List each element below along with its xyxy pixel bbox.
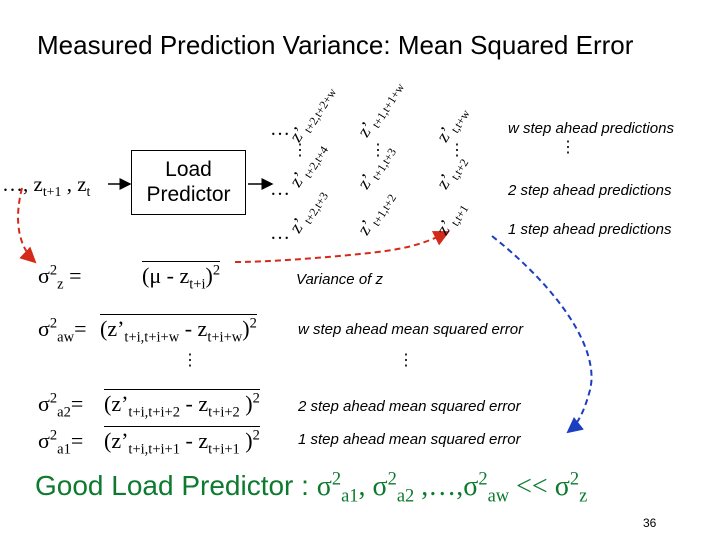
ellipsis-2: … bbox=[270, 178, 290, 200]
load-predictor-box: Load Predictor bbox=[131, 150, 246, 215]
mse-2-rhs: (z’t+i,t+i+2 - zt+i+2 )2 bbox=[104, 389, 260, 421]
vdots-eq-right: ⋮ bbox=[398, 352, 414, 369]
predictor-label-line2: Predictor bbox=[146, 183, 231, 206]
mse-1-lhs: σ2a1= bbox=[38, 427, 84, 458]
mse-w-lhs: σ2aw= bbox=[38, 315, 87, 346]
conclusion-expr: σ2a1, σ2a2 ,…,σ2aw << σ2z bbox=[316, 468, 588, 506]
red-variance-arrow bbox=[17, 187, 37, 264]
variance-lhs: σ2z = bbox=[38, 262, 82, 293]
conclusion-text: Good Load Predictor : bbox=[35, 470, 317, 501]
vdots-eq-left: ⋮ bbox=[182, 352, 198, 369]
label-w-step: w step ahead predictions bbox=[508, 120, 674, 137]
mse-2-desc: 2 step ahead mean squared error bbox=[298, 398, 521, 415]
mse-w-desc: w step ahead mean squared error bbox=[298, 321, 524, 338]
label-2-step: 2 step ahead predictions bbox=[508, 182, 672, 199]
vdots-labels: ⋮ bbox=[560, 139, 576, 156]
series-sub1: t+1 bbox=[42, 184, 62, 200]
mse-w-rhs: (z’t+i,t+i+w - zt+i+w)2 bbox=[100, 314, 257, 346]
variance-rhs: (μ - zt+i)2 bbox=[142, 261, 221, 293]
series-prefix: …, z bbox=[2, 172, 43, 196]
conclusion: Good Load Predictor : σ2a1, σ2a2 ,…,σ2aw… bbox=[35, 468, 588, 506]
mse-1-rhs: (z’t+i,t+i+1 - zt+i+1 )2 bbox=[104, 426, 260, 458]
red-series-arrow bbox=[234, 231, 450, 263]
page-number: 36 bbox=[643, 516, 657, 530]
slide-title: Measured Prediction Variance: Mean Squar… bbox=[37, 30, 634, 60]
label-1-step: 1 step ahead predictions bbox=[508, 221, 672, 238]
blue-error-arrow bbox=[491, 235, 593, 434]
predictor-label-line1: Load bbox=[165, 158, 212, 181]
series-sub2: t bbox=[86, 184, 91, 200]
input-series: …, zt+1 , zt bbox=[2, 172, 91, 200]
mse-2-lhs: σ2a2= bbox=[38, 390, 84, 421]
ellipsis-w: … bbox=[270, 118, 290, 140]
ellipsis-1: … bbox=[270, 222, 290, 244]
series-mid: , z bbox=[61, 172, 87, 196]
mse-1-desc: 1 step ahead mean squared error bbox=[298, 431, 521, 448]
variance-desc: Variance of z bbox=[296, 271, 383, 288]
